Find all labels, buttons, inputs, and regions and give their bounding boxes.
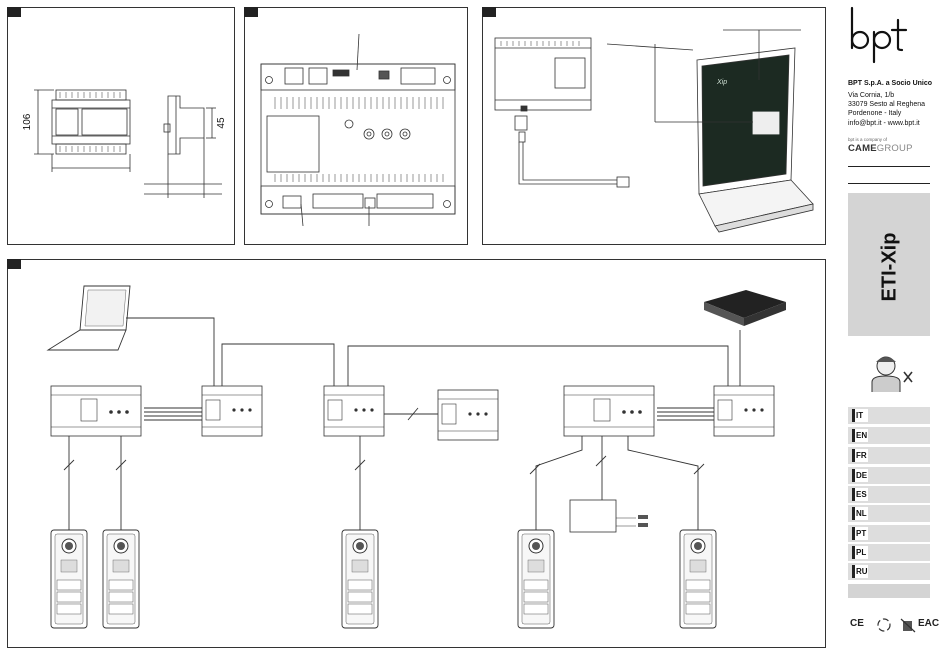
screen-title: Xip — [716, 79, 727, 86]
address-line: Via Cornia, 1/b — [848, 91, 925, 100]
language-row: PT — [848, 525, 930, 542]
depth-dimension: 45 — [216, 117, 227, 129]
language-row: RU — [848, 563, 930, 580]
bpt-logo — [836, 0, 950, 80]
divider — [848, 183, 930, 184]
lang-code: DE — [856, 471, 867, 480]
module-2 — [202, 386, 262, 436]
product-title: ETI-Xip — [860, 205, 920, 330]
entrance-panel-3 — [342, 530, 378, 628]
laptop-icon — [48, 286, 130, 350]
blank-row — [848, 584, 930, 598]
entrance-panel-5 — [680, 530, 716, 628]
recorder-icon — [704, 290, 786, 326]
panel-dimensions: 106 45 — [7, 7, 235, 245]
address-line: Pordenone - Italy — [848, 109, 925, 118]
lang-code: NL — [856, 509, 867, 518]
module-6 — [714, 386, 774, 436]
panel-module-detail — [244, 7, 468, 245]
language-row: EN — [848, 427, 930, 444]
lang-code: PT — [856, 529, 866, 538]
entrance-panel-2 — [103, 530, 139, 628]
address-line: 33079 Sesto al Reghena — [848, 100, 925, 109]
ce-mark-icon: CE — [850, 618, 864, 629]
address-line: info@bpt.it - www.bpt.it — [848, 119, 925, 128]
panel-system-diagram — [7, 259, 826, 648]
module-5 — [564, 386, 654, 436]
relay-module — [570, 500, 648, 532]
language-row: FR — [848, 447, 930, 464]
group-logo: CAMEGROUP — [848, 143, 913, 154]
lang-code: IT — [856, 411, 863, 420]
lang-code: PL — [856, 548, 866, 557]
language-row: IT — [848, 407, 930, 424]
bin-icon — [900, 617, 916, 633]
installer-icon — [866, 352, 926, 392]
company-name: BPT S.p.A. a Socio Unico — [848, 80, 932, 87]
lang-code: ES — [856, 490, 867, 499]
divider — [848, 166, 930, 167]
dimension-drawing: 106 45 — [8, 8, 236, 246]
language-row: ES — [848, 486, 930, 503]
height-dimension: 106 — [22, 113, 33, 130]
module-4 — [438, 390, 498, 440]
language-row: PL — [848, 544, 930, 561]
recycle-icon — [876, 617, 892, 633]
language-row: NL — [848, 505, 930, 522]
company-address: Via Cornia, 1/b 33079 Sesto al Reghena P… — [848, 91, 925, 128]
module-1 — [51, 386, 141, 436]
module-drawing — [245, 8, 469, 246]
system-diagram — [8, 260, 827, 649]
group-prefix: bpt is a company of — [848, 137, 887, 142]
pc-connection-drawing: Xip — [483, 8, 827, 246]
language-row: DE — [848, 467, 930, 484]
eac-mark-icon: EAC — [918, 618, 939, 629]
entrance-panel-4 — [518, 530, 554, 628]
lang-code: FR — [856, 451, 867, 460]
entrance-panel-1 — [51, 530, 87, 628]
module-3 — [324, 386, 384, 436]
lang-code: RU — [856, 567, 868, 576]
panel-pc-connection: Xip — [482, 7, 826, 245]
lang-code: EN — [856, 431, 867, 440]
